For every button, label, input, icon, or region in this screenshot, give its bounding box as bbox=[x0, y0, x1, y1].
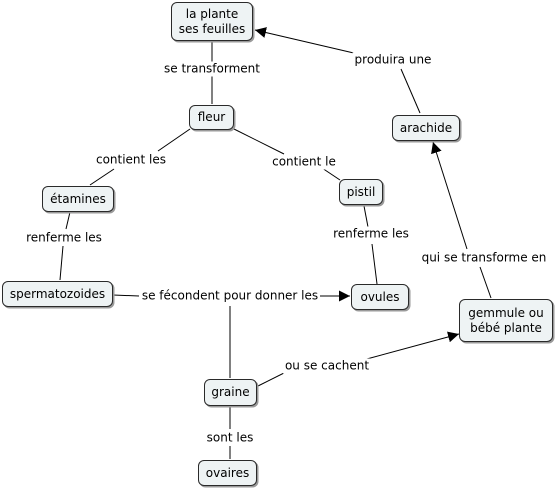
link-label-sont-les: sont les bbox=[204, 430, 256, 446]
concept-spermatozoides[interactable]: spermatozoides bbox=[2, 281, 113, 307]
link-label-se-fecondent: se fécondent pour donner les bbox=[139, 288, 321, 304]
line-fleur-contient-les bbox=[157, 128, 191, 152]
concept-etamines[interactable]: étamines bbox=[42, 186, 114, 212]
line-contient-les-etamines bbox=[89, 168, 115, 186]
concept-plante-feuilles[interactable]: la plante ses feuilles bbox=[171, 2, 253, 41]
line-quisetransforme-arachide bbox=[431, 141, 468, 250]
link-label-renferme-les-etamines: renferme les bbox=[24, 230, 104, 246]
link-label-contient-le: contient le bbox=[270, 154, 338, 170]
concept-ovaires[interactable]: ovaires bbox=[198, 460, 257, 486]
line-renferme-spermatozoides bbox=[59, 245, 64, 281]
line-spermatozoides-sefecondent bbox=[112, 294, 140, 297]
concept-gemmule-bebe-plante[interactable]: gemmule ou bébé plante bbox=[459, 299, 553, 342]
line-arachide-produira bbox=[400, 68, 421, 114]
line-etamines-renferme bbox=[65, 211, 71, 230]
concept-ovules[interactable]: ovules bbox=[351, 284, 409, 310]
line-ousecachent-gemmule bbox=[362, 331, 460, 361]
link-label-produira-une: produira une bbox=[352, 52, 434, 68]
line-pistil-renferme bbox=[363, 205, 369, 228]
line-gemmule-quisetransforme bbox=[479, 266, 492, 299]
line-contient-le-pistil bbox=[321, 167, 341, 181]
link-label-qui-se-transforme-en: qui se transforme en bbox=[419, 250, 549, 266]
concept-arachide[interactable]: arachide bbox=[392, 115, 460, 141]
line-produira-plante bbox=[254, 27, 359, 55]
link-label-ou-se-cachent: ou se cachent bbox=[282, 358, 372, 374]
line-fleur-contient-le bbox=[233, 128, 285, 155]
concept-graine[interactable]: graine bbox=[204, 379, 257, 406]
line-renferme-ovules bbox=[371, 243, 378, 285]
link-label-se-transforment: se transforment bbox=[162, 61, 262, 77]
concept-fleur[interactable]: fleur bbox=[189, 105, 234, 130]
concept-pistil[interactable]: pistil bbox=[339, 179, 383, 205]
link-label-renferme-les-pistil: renferme les bbox=[331, 226, 411, 242]
link-label-contient-les: contient les bbox=[93, 152, 169, 168]
